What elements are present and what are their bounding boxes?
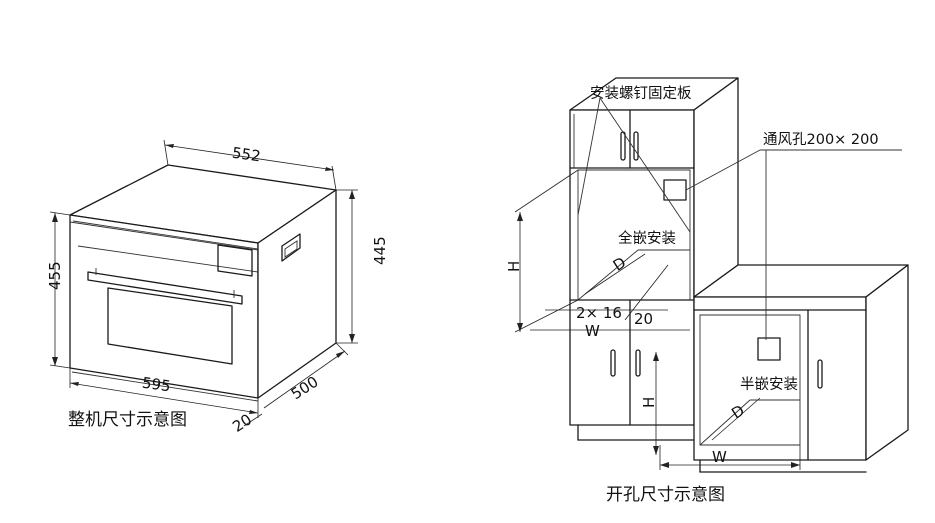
- dim-w-lower: W: [712, 448, 727, 466]
- label-mounting-plate: 安装螺钉固定板: [590, 84, 692, 102]
- dim-20-upper: 20: [634, 310, 653, 328]
- dim-595: 595: [141, 374, 172, 396]
- dim-455: 455: [46, 261, 64, 290]
- dim-445: 445: [371, 236, 389, 265]
- dim-h-lower: H: [640, 397, 658, 408]
- left-caption: 整机尺寸示意图: [68, 410, 187, 430]
- label-vent-hole: 通风孔200× 200: [763, 131, 879, 148]
- right-caption: 开孔尺寸示意图: [606, 485, 725, 505]
- label-full-inset: 全嵌安装: [618, 229, 676, 247]
- dim-h-upper: H: [505, 261, 523, 272]
- dim-2x16: 2× 16: [576, 304, 622, 322]
- label-half-inset: 半嵌安装: [740, 376, 798, 393]
- dim-w-upper: W: [585, 322, 600, 340]
- oven-drawing: [49, 139, 358, 427]
- cabinet-drawing: [514, 77, 909, 473]
- dim-500: 500: [288, 373, 322, 404]
- dim-20: 20: [229, 410, 255, 435]
- dim-552: 552: [231, 144, 262, 166]
